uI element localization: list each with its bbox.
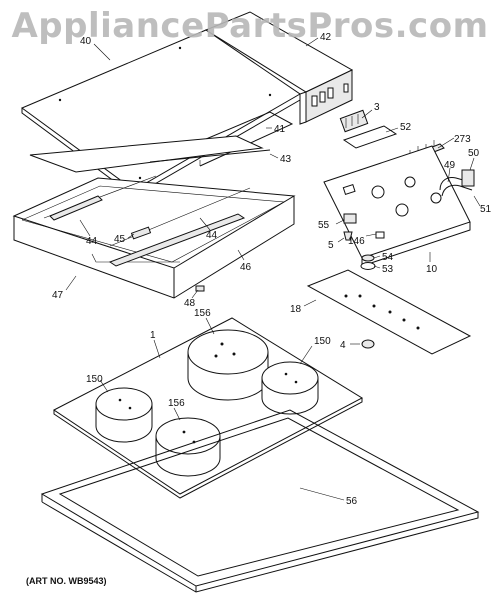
callout-40: 40: [80, 36, 92, 47]
callout-273: 273: [454, 134, 471, 145]
part-156-element-front[interactable]: [155, 417, 221, 477]
part-5-knob-stem[interactable]: [343, 231, 353, 241]
part-54-nut[interactable]: [361, 254, 375, 262]
part-46-channel[interactable]: [108, 213, 246, 267]
callout-55: 55: [318, 220, 330, 231]
part-18-infinite-switch-panel[interactable]: [306, 269, 472, 355]
part-43-inner-panel[interactable]: [29, 135, 271, 173]
part-146-spring[interactable]: [375, 231, 385, 239]
art-number-label: (ART NO. WB9543): [26, 576, 107, 586]
part-53-washer[interactable]: [360, 262, 376, 270]
callout-18: 18: [290, 304, 302, 315]
callout-50: 50: [468, 148, 480, 159]
callout-49: 49: [444, 160, 456, 171]
part-150-element-right[interactable]: [261, 361, 319, 415]
callout-44-right: 44: [206, 230, 218, 241]
callout-150-left: 150: [86, 374, 103, 385]
part-49-wire-harness[interactable]: [439, 177, 473, 197]
part-10-control-bracket[interactable]: [323, 145, 471, 267]
callout-146: 146: [348, 236, 365, 247]
callout-54: 54: [382, 252, 394, 263]
callout-5: 5: [328, 240, 334, 251]
callout-1: 1: [150, 330, 156, 341]
part-48-clip[interactable]: [195, 285, 205, 292]
part-156-element-rear[interactable]: [187, 329, 269, 401]
callout-43: 43: [280, 154, 292, 165]
callout-45: 45: [114, 234, 126, 245]
part-47-main-box[interactable]: [12, 175, 296, 299]
callout-10: 10: [426, 264, 438, 275]
callout-150-right: 150: [314, 336, 331, 347]
part-56-trim-frame[interactable]: [40, 409, 480, 593]
callout-4: 4: [340, 340, 346, 351]
part-55-bracket[interactable]: [343, 213, 357, 224]
part-150-element-left[interactable]: [95, 387, 153, 443]
callout-53: 53: [382, 264, 394, 275]
callout-156-front: 156: [168, 398, 185, 409]
callout-41: 41: [274, 124, 286, 135]
callout-3: 3: [374, 102, 380, 113]
part-42-rear-housing[interactable]: [204, 11, 354, 125]
leader-lines: [65, 37, 481, 501]
callout-56: 56: [346, 496, 358, 507]
callout-labels: 40 42 3 52 273 41 43 49 50 51 44 44 45 4…: [26, 32, 492, 586]
callout-47: 47: [52, 290, 64, 301]
part-4-knob[interactable]: [361, 339, 375, 349]
part-45-clip[interactable]: [130, 226, 152, 240]
part-50-connector[interactable]: [461, 169, 475, 187]
callout-46: 46: [240, 262, 252, 273]
part-3-terminal-block[interactable]: [339, 109, 369, 133]
part-44-rail[interactable]: [49, 195, 103, 221]
callout-48: 48: [184, 298, 196, 309]
callout-44-left: 44: [86, 236, 98, 247]
callout-52: 52: [400, 122, 412, 133]
callout-42: 42: [320, 32, 332, 43]
part-52-bracket-plate[interactable]: [342, 125, 398, 149]
callout-51: 51: [480, 204, 492, 215]
callout-156-rear: 156: [194, 308, 211, 319]
